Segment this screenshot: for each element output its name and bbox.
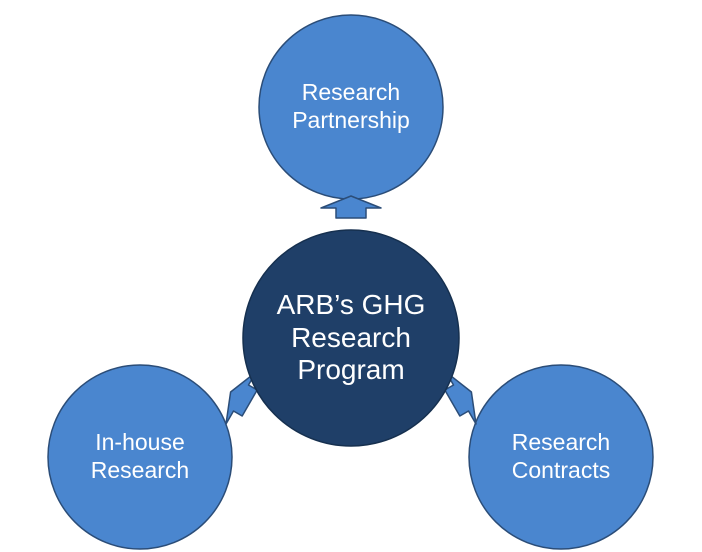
arrow-to-contracts	[444, 371, 477, 425]
center-circle	[242, 229, 460, 447]
partnership-circle	[258, 14, 444, 200]
arrow-to-inhouse	[225, 371, 258, 425]
inhouse-circle	[47, 364, 233, 550]
arrow-to-partnership	[320, 195, 382, 219]
contracts-circle	[468, 364, 654, 550]
